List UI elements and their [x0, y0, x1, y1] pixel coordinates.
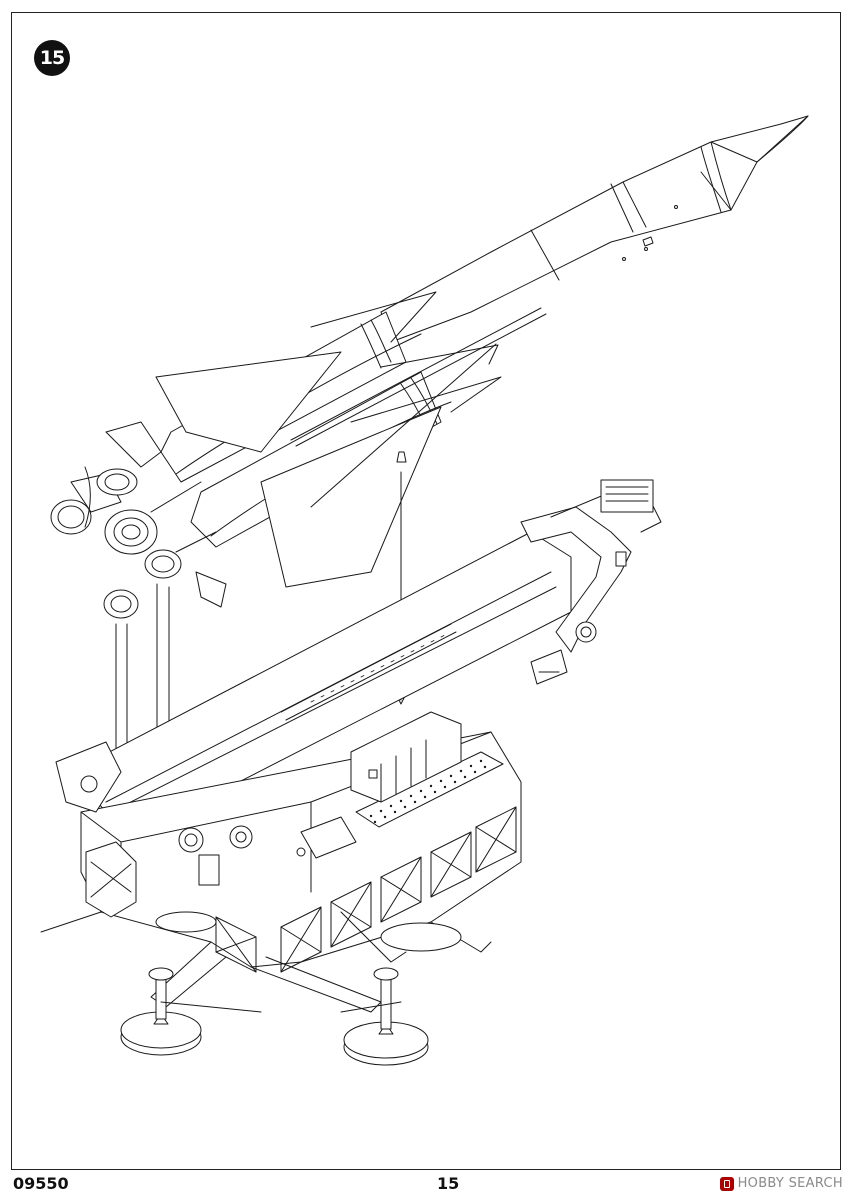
launcher-cradle	[70, 479, 662, 828]
shop-logo-icon	[719, 1176, 734, 1191]
missile	[50, 115, 809, 619]
step-number: 15	[39, 47, 65, 69]
watermark-brand: HOBBY SEARCH	[737, 1176, 843, 1191]
launcher-base	[55, 711, 522, 973]
outrigger-jacks	[40, 911, 492, 1066]
page-number: 15	[437, 1174, 460, 1193]
assembly-illustration	[40, 115, 809, 1066]
side-panels	[215, 806, 517, 973]
product-code: 09550	[13, 1174, 69, 1193]
step-number-badge: 15	[34, 40, 70, 76]
watermark: HOBBY SEARCH	[719, 1176, 843, 1191]
page-border	[11, 12, 841, 1170]
